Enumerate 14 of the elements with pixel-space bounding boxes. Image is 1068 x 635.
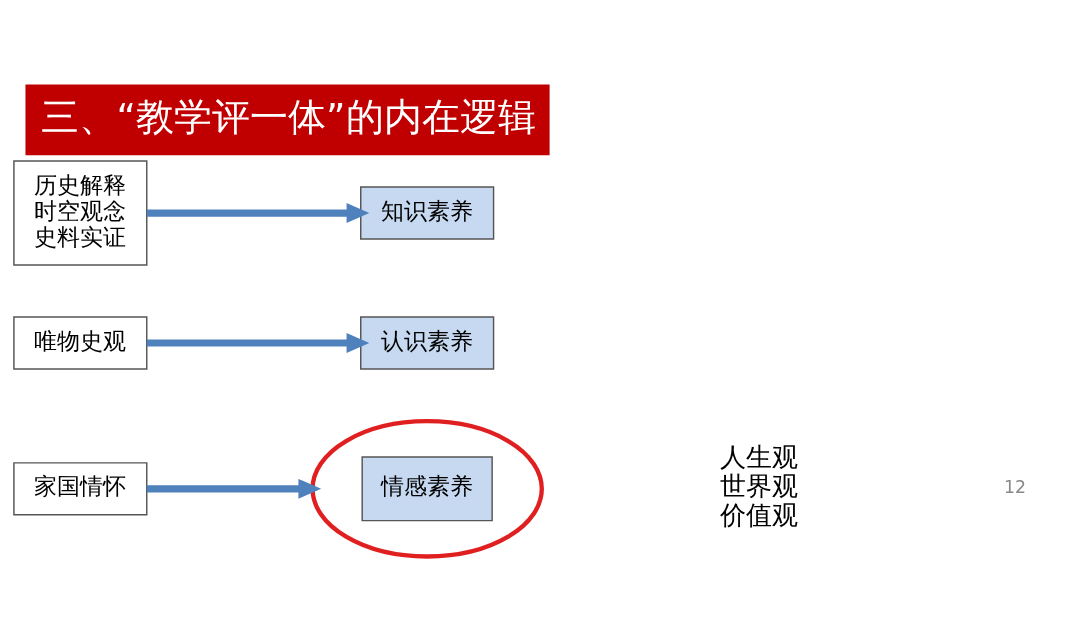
arrow	[146, 203, 370, 223]
diagram-title: 三、“教学评一体”的内在逻辑	[40, 94, 536, 139]
node-box: 知识素养	[360, 186, 495, 240]
node-box: 历史解释 时空观念 史料实证	[13, 160, 148, 266]
node-box: 认识素养	[360, 316, 495, 370]
node-box: 家国情怀	[13, 462, 148, 516]
label: 世界观	[719, 471, 798, 502]
label: 12	[1004, 477, 1027, 498]
node-ellipse: 情感素养	[310, 419, 544, 559]
node-box: 唯物史观	[13, 316, 148, 370]
label: 价值观	[719, 500, 798, 531]
arrow	[146, 333, 370, 353]
arrow	[146, 478, 322, 499]
label: 人生观	[719, 442, 798, 473]
